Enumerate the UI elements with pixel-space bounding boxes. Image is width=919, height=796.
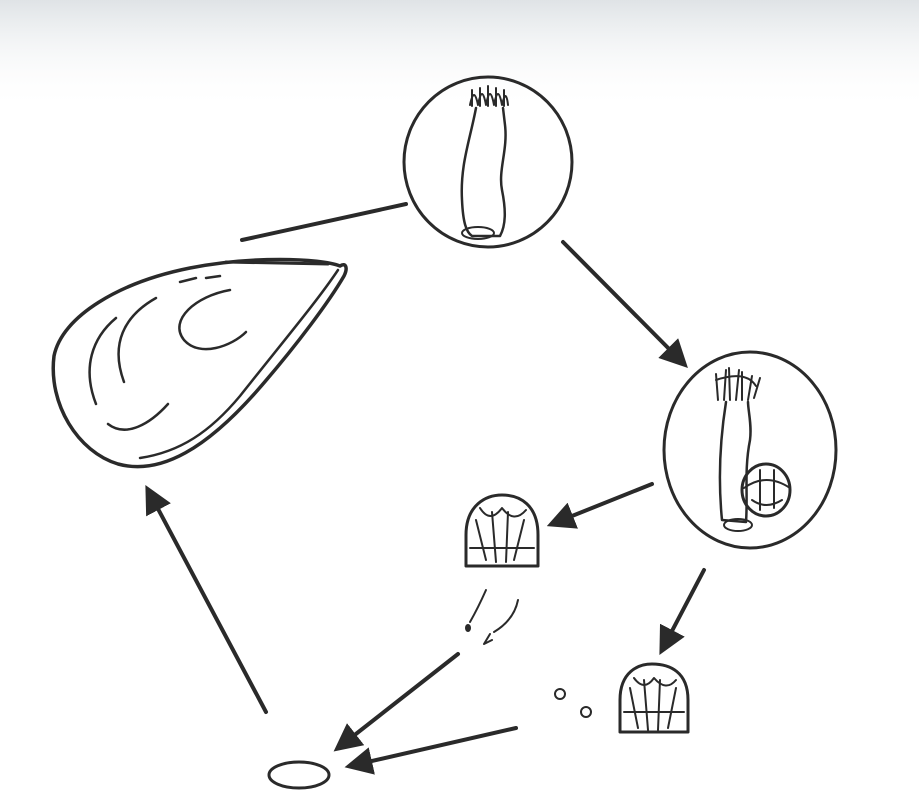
polyp-in-circle-icon xyxy=(404,77,572,247)
mussel-shell-icon xyxy=(53,260,346,467)
medusa-icon xyxy=(466,495,538,566)
arrow-eggs-to-larva xyxy=(350,728,516,766)
medusa-icon xyxy=(620,664,688,732)
eggs-icon xyxy=(555,689,591,717)
arrow-budding-to-medusa-2 xyxy=(662,570,704,650)
arrow-larva-to-mussel xyxy=(148,490,266,712)
arrow-polyp-to-budding xyxy=(563,242,684,364)
gametes-icon xyxy=(465,590,518,644)
budding-polyp-in-circle-icon xyxy=(664,352,836,548)
arrow-budding-to-medusa xyxy=(552,484,652,524)
paper-shade xyxy=(0,0,919,110)
cycle-arrows xyxy=(148,204,704,766)
arrow-gametes-to-larva xyxy=(338,654,458,748)
larva-icon xyxy=(269,762,329,788)
connector-line-polyp-mussel xyxy=(242,204,406,240)
